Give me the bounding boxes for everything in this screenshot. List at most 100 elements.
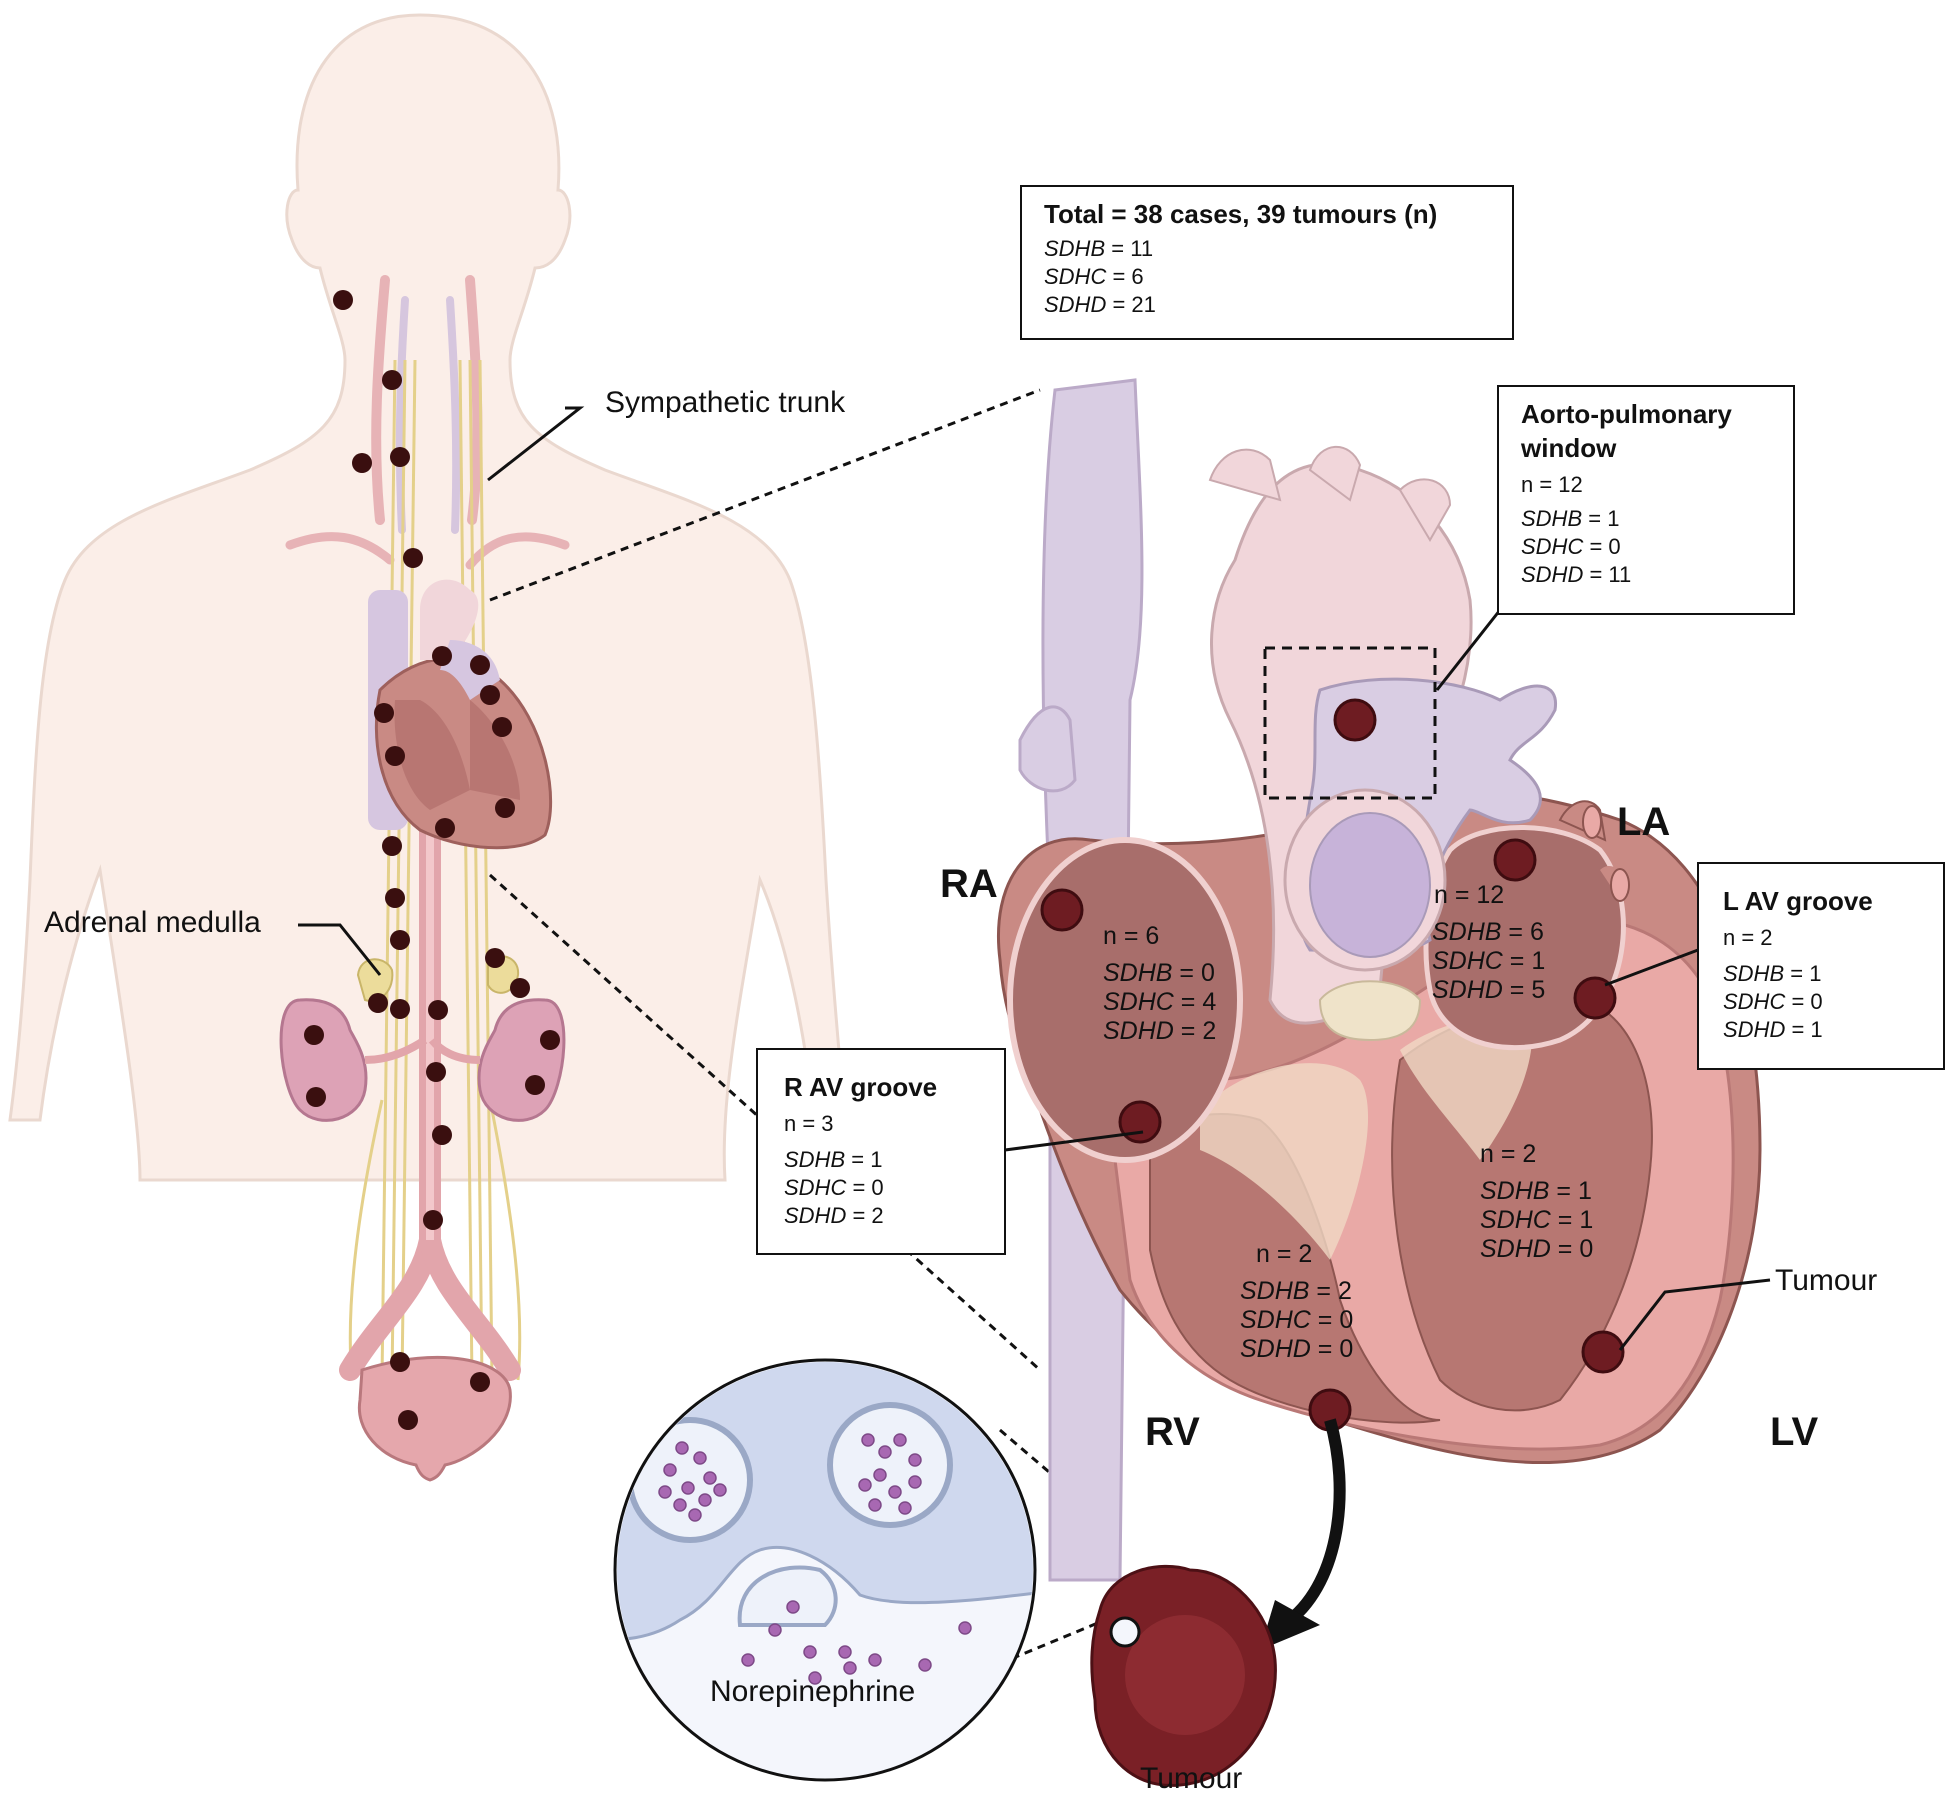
heart-tumour [1573,976,1617,1020]
norepinephrine-vesicle-dot [673,1498,687,1512]
ra-stats: n = 6 SDHB = 0 SDHC = 4 SDHD = 2 [1103,922,1216,1046]
norepinephrine-vesicle-dot [713,1483,727,1497]
rv-stats: n = 2 SDHB = 2 SDHC = 0 SDHD = 0 [1240,1240,1353,1364]
total-title: Total = 38 cases, 39 tumours (n) [1044,199,1438,229]
aorto-title-2: window [1521,433,1617,463]
aorto-gene-sdhd: SDHD = 11 [1521,562,1632,587]
lv-gene-sdhb: SDHB = 1 [1480,1177,1592,1205]
norepinephrine-vesicle-dot [681,1481,695,1495]
body-tumour-dot [352,453,372,473]
body-tumour-dot [390,1352,410,1372]
chamber-ra-label: RA [940,862,998,906]
norepinephrine-vesicle-dot [843,1661,857,1675]
body-tumour-dot [390,999,410,1019]
norepinephrine-vesicle-dot [658,1485,672,1499]
norepinephrine-vesicle-dot [868,1498,882,1512]
body-tumour-dot [368,993,388,1013]
norepinephrine-vesicle-dot [808,1671,822,1685]
tumour-large [1090,1564,1277,1787]
chamber-rv-label: RV [1145,1410,1200,1454]
body-tumour-dots [304,290,560,1430]
l-av-groove-box: L AV groove n = 2 SDHB = 1 SDHC = 0 SDHD… [1697,862,1945,1070]
lv-gene-sdhc: SDHC = 1 [1480,1206,1594,1234]
total-gene-sdhd: SDHD = 21 [1044,292,1156,317]
la-gene-sdhb: SDHB = 6 [1432,918,1544,946]
norepinephrine-vesicle-dot [768,1623,782,1637]
body-tumour-dot [374,703,394,723]
rav-gene-sdhc: SDHC = 0 [784,1175,884,1200]
chamber-la-label: LA [1617,800,1671,844]
body-tumour-dot [470,1372,490,1392]
body-tumour-dot [510,978,530,998]
la-gene-sdhc: SDHC = 1 [1432,947,1546,975]
body-tumour-dot [525,1075,545,1095]
rv-gene-sdhc: SDHC = 0 [1240,1306,1354,1334]
lav-gene-sdhc: SDHC = 0 [1723,989,1823,1014]
total-summary-box: Total = 38 cases, 39 tumours (n) SDHB = … [1020,185,1514,340]
norepinephrine-vesicle-dot [803,1645,817,1659]
body-tumour-dot [306,1087,326,1107]
norepinephrine-vesicle-dot [786,1600,800,1614]
norepinephrine-vesicle-dot [868,1653,882,1667]
norepinephrine-vesicle-dot [958,1621,972,1635]
aorto-n: n = 12 [1521,472,1583,497]
r-av-groove-box: R AV groove n = 3 SDHB = 1 SDHC = 0 SDHD… [756,1048,1006,1255]
norepinephrine-vesicle-dot [873,1468,887,1482]
adrenal-medulla-label: Adrenal medulla [44,906,261,939]
aorto-title-1: Aorto-pulmonary [1521,399,1732,429]
body-tumour-dot [398,1410,418,1430]
heart-tumour [1581,1330,1625,1374]
body-tumour-dot [423,1210,443,1230]
total-gene-sdhc: SDHC = 6 [1044,264,1144,289]
body-tumour-dot [390,447,410,467]
heart-tumour [1118,1100,1162,1144]
tumour-pointer-label: Tumour [1775,1264,1878,1297]
norepinephrine-vesicle-dot [675,1441,689,1455]
body-tumour-dot [470,655,490,675]
body-tumour-dot [432,1125,452,1145]
body-tumour-dot [540,1030,560,1050]
norepinephrine-vesicle-dot [703,1471,717,1485]
norepinephrine-label: Norepinephrine [710,1675,916,1708]
descending-aorta [339,809,521,1381]
large-heart [997,378,1762,1582]
body-tumour-dot [385,888,405,908]
lav-title: L AV groove [1723,886,1873,916]
rv-gene-sdhd: SDHD = 0 [1240,1335,1354,1363]
rav-gene-sdhb: SDHB = 1 [784,1147,883,1172]
neck-vessels [285,275,570,570]
norepinephrine-vesicle-dot [918,1658,932,1672]
body-tumour-dot [390,930,410,950]
tumour-arrow [1260,1418,1346,1650]
body-tumour-dot [333,290,353,310]
sympathetic-trunk-label: Sympathetic trunk [605,386,846,419]
rav-gene-sdhd: SDHD = 2 [784,1203,884,1228]
body-tumour-dot [382,370,402,390]
rav-n: n = 3 [784,1111,834,1136]
leader-lines [298,406,1771,1351]
chamber-lv-label: LV [1770,1410,1819,1454]
cell-inset [613,1358,1037,1782]
norepinephrine-vesicle-dot [861,1433,875,1447]
rv-gene-sdhb: SDHB = 2 [1240,1277,1352,1305]
body-tumour-dot [485,948,505,968]
norepinephrine-vesicle-dot [888,1485,902,1499]
la-n: n = 12 [1434,881,1505,909]
body-tumour-dot [495,798,515,818]
norepinephrine-vesicle-dot [893,1433,907,1447]
norepinephrine-vesicle-dot [688,1508,702,1522]
body-tumour-dot [435,818,455,838]
body-tumour-dot [428,1000,448,1020]
ra-n: n = 6 [1103,922,1160,950]
rav-title: R AV groove [784,1072,938,1102]
norepinephrine-vesicle-dot [878,1445,892,1459]
norepinephrine-vesicle-dot [898,1501,912,1515]
body-tumour-dot [480,685,500,705]
lav-gene-sdhd: SDHD = 1 [1723,1017,1823,1042]
total-gene-sdhb: SDHB = 11 [1044,236,1154,261]
body-tumour-dot [385,746,405,766]
norepinephrine-vesicle-dot [908,1475,922,1489]
lv-stats: n = 2 SDHB = 1 SDHC = 1 SDHD = 0 [1480,1140,1593,1264]
body-tumour-dot [403,548,423,568]
